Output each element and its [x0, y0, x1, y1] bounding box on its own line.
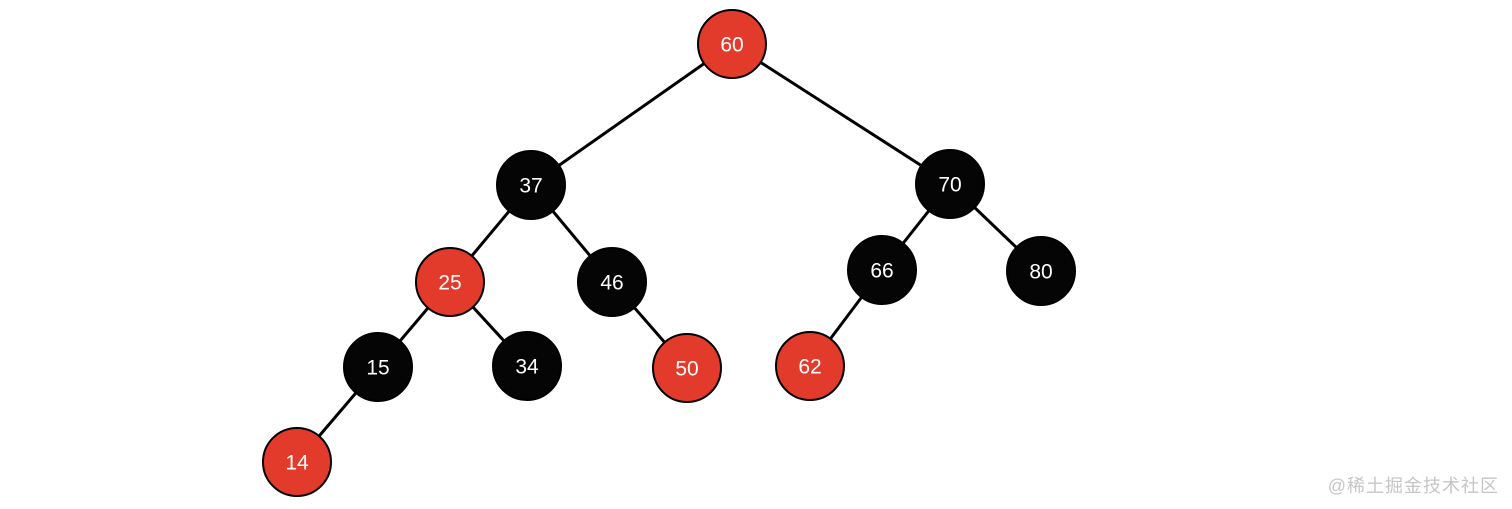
tree-node-60: 60	[697, 9, 767, 79]
node-label: 50	[675, 357, 698, 380]
node-circle-red	[652, 333, 722, 403]
node-circle-black	[343, 332, 413, 402]
node-label: 62	[798, 355, 821, 378]
node-circle-black	[1006, 236, 1076, 306]
tree-node-80: 80	[1006, 236, 1076, 306]
tree-edge-60-70	[731, 42, 951, 186]
tree-node-15: 15	[343, 332, 413, 402]
node-label: 14	[285, 451, 309, 474]
tree-edge-60-37	[530, 42, 733, 187]
node-label: 66	[870, 259, 893, 282]
tree-node-66: 66	[847, 235, 917, 305]
node-circle-black	[915, 149, 985, 219]
tree-node-25: 25	[415, 247, 485, 317]
tree-node-46: 46	[577, 247, 647, 317]
node-label: 46	[600, 271, 623, 294]
tree-node-50: 50	[652, 333, 722, 403]
node-label: 70	[938, 173, 961, 196]
node-label: 60	[720, 33, 743, 56]
node-circle-black	[492, 331, 562, 401]
watermark-text: @稀土掘金技术社区	[1327, 476, 1499, 496]
node-label: 25	[438, 271, 461, 294]
node-label: 80	[1029, 260, 1052, 283]
node-circle-red	[697, 9, 767, 79]
tree-node-34: 34	[492, 331, 562, 401]
node-circle-red	[262, 427, 332, 497]
node-circle-black	[847, 235, 917, 305]
node-circle-red	[415, 247, 485, 317]
node-circle-black	[496, 150, 566, 220]
node-label: 37	[519, 174, 542, 197]
node-label: 34	[515, 355, 539, 378]
node-circle-black	[577, 247, 647, 317]
node-circle-red	[775, 331, 845, 401]
tree-node-70: 70	[915, 149, 985, 219]
tree-node-62: 62	[775, 331, 845, 401]
tree-node-37: 37	[496, 150, 566, 220]
node-label: 15	[366, 356, 389, 379]
tree-node-14: 14	[262, 427, 332, 497]
